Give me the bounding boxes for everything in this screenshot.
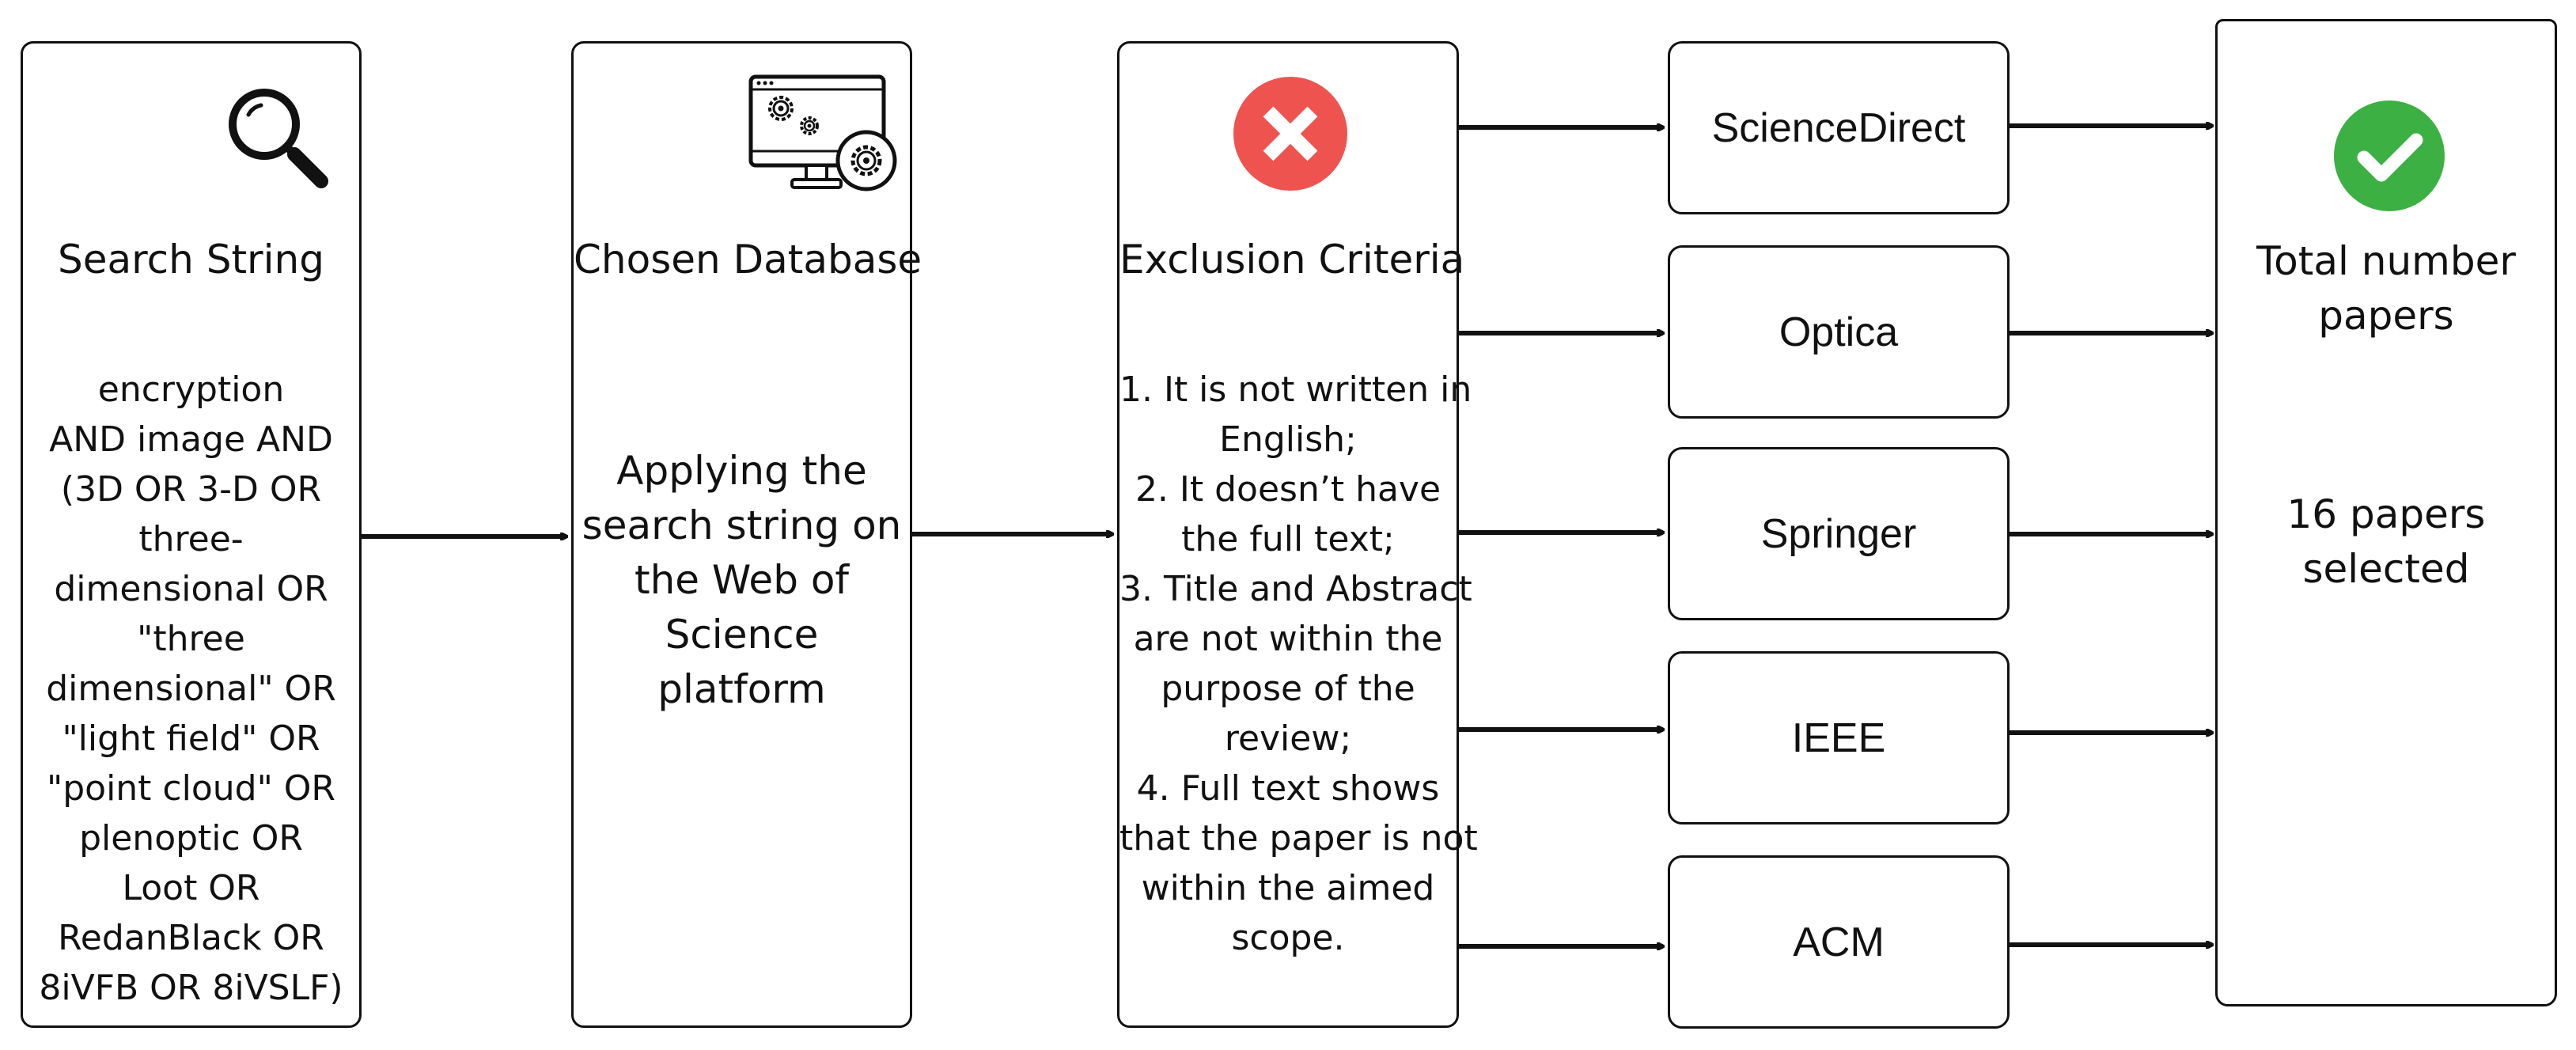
search-string-title: Search String (58, 237, 324, 282)
green-check-circle-icon (2334, 100, 2445, 211)
search-string-box: Search String encryption AND image AND (… (21, 41, 362, 1028)
chosen-database-box: Chosen Database Applying the search stri… (571, 41, 922, 1028)
chosen-database-text: Applying the search string on the Web of… (581, 448, 902, 712)
red-x-circle-icon (1232, 75, 1349, 192)
database-optica: Optica (1668, 245, 2010, 419)
computer-gears-icon (748, 74, 900, 200)
magnifying-glass-icon (220, 83, 331, 194)
exclusion-criteria-box: Exclusion Criteria 1. It is not written … (1117, 41, 1478, 1028)
exclusion-criteria-title: Exclusion Criteria (1119, 237, 1465, 282)
chosen-database-title: Chosen Database (574, 237, 922, 282)
total-papers-title: Total number papers (2256, 238, 2516, 339)
exclusion-criteria-text: 1. It is not written in English; 2. It d… (1119, 370, 1478, 958)
database-ieee: IEEE (1668, 651, 2010, 824)
database-springer: Springer (1668, 447, 2010, 620)
database-sciencedirect: ScienceDirect (1668, 41, 2010, 214)
search-string-text: encryption AND image AND (3D OR 3-D OR t… (39, 370, 343, 1008)
database-acm: ACM (1668, 855, 2010, 1029)
papers-selected-result: 16 papers selected (2286, 491, 2486, 592)
total-papers-box: Total number papers 16 papers selected (2215, 19, 2557, 1006)
